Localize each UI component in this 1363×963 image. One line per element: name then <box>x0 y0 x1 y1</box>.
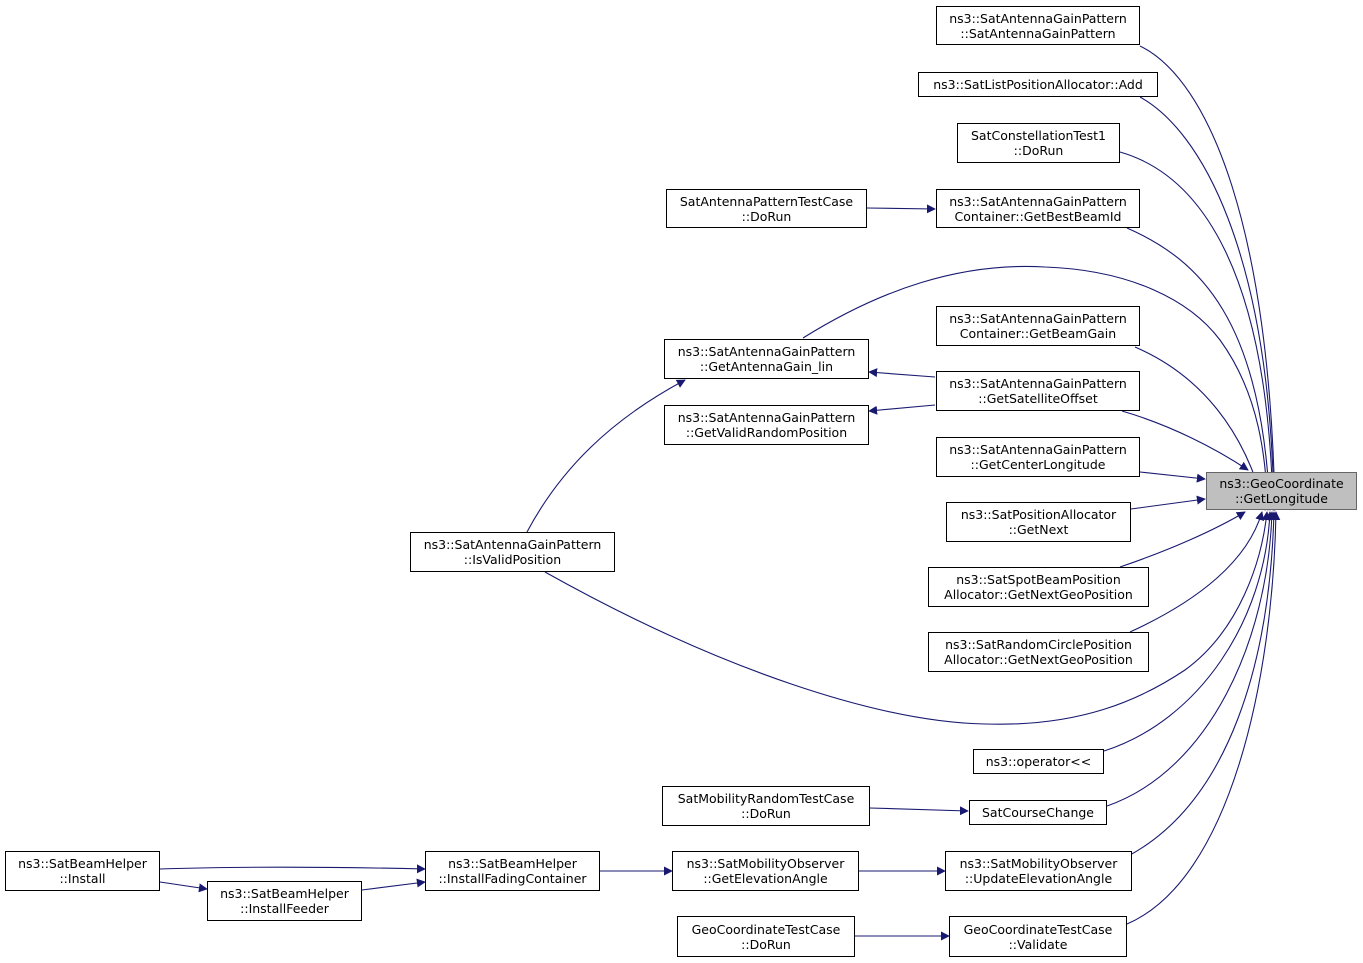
edge-satellite-offset-to-valid-random <box>868 404 936 415</box>
node-get-center-longitude[interactable]: ns3::SatAntennaGainPattern ::GetCenterLo… <box>936 437 1140 477</box>
node-label: ::SatAntennaGainPattern <box>960 25 1116 41</box>
node-label: ns3::SatAntennaGainPattern <box>423 537 602 552</box>
node-label: ns3::SatAntennaGainPattern <box>949 10 1127 26</box>
node-label: ns3::SatAntennaGainPattern <box>949 193 1127 209</box>
node-label: ::GetCenterLongitude <box>970 457 1106 472</box>
edge-antenna-gain-lin-to-getlongitude <box>802 265 1273 511</box>
node-install-fading-container[interactable]: ns3::SatBeamHelper ::InstallFadingContai… <box>425 851 600 891</box>
edge-course-change-to-getlongitude <box>1106 511 1277 807</box>
node-get-best-beam-id[interactable]: ns3::SatAntennaGainPattern Container::Ge… <box>936 189 1140 228</box>
node-label: ::GetNext <box>1008 522 1069 537</box>
edge-list-add-to-getlongitude <box>1139 96 1279 511</box>
edge-install-to-fading <box>159 864 426 874</box>
node-label: ns3::GeoCoordinate <box>1219 476 1344 491</box>
node-label: ns3::SatMobilityObserver <box>959 856 1118 871</box>
node-course-change[interactable]: SatCourseChange <box>969 800 1107 825</box>
node-label: ::DoRun <box>741 936 791 952</box>
edge-satellite-offset-to-antenna-gain-lin <box>868 368 936 378</box>
node-label: Allocator::GetNextGeoPosition <box>944 652 1133 667</box>
edge-spotbeam-to-getlongitude <box>1119 511 1246 568</box>
node-label: ns3::SatAntennaGainPattern <box>949 311 1127 326</box>
node-label: ns3::SatAntennaGainPattern <box>949 442 1127 457</box>
node-label: ::GetAntennaGain_lin <box>699 359 834 374</box>
node-label: SatConstellationTest1 <box>970 128 1107 143</box>
node-label: ::GetElevationAngle <box>703 871 828 886</box>
node-patterntest-dorun[interactable]: SatAntennaPatternTestCase ::DoRun <box>666 189 867 228</box>
node-label: ::IsValidPosition <box>463 552 562 567</box>
edge-mobility-random-to-course-change <box>869 806 969 816</box>
node-position-alloc-getnext[interactable]: ns3::SatPositionAllocator ::GetNext <box>946 502 1131 542</box>
node-get-satellite-offset[interactable]: ns3::SatAntennaGainPattern ::GetSatellit… <box>936 371 1140 411</box>
edge-best-beam-to-getlongitude <box>1126 227 1275 511</box>
node-get-valid-random-position[interactable]: ns3::SatAntennaGainPattern ::GetValidRan… <box>664 405 869 445</box>
edge-patterntest-to-best-beam <box>866 204 936 214</box>
node-list-add[interactable]: ns3::SatListPositionAllocator::Add <box>918 72 1158 97</box>
edge-geotest-validate-to-getlongitude <box>1126 511 1281 925</box>
edge-operator-to-getlongitude <box>1103 511 1275 752</box>
node-label: SatAntennaPatternTestCase <box>679 193 854 209</box>
node-label: GeoCoordinateTestCase <box>963 921 1113 937</box>
edge-update-elevation-to-getlongitude <box>1129 511 1279 856</box>
node-operator-lshift[interactable]: ns3::operator<< <box>973 749 1104 774</box>
node-label: ns3::SatAntennaGainPattern <box>677 344 856 359</box>
node-antenna-ctor[interactable]: ns3::SatAntennaGainPattern ::SatAntennaG… <box>936 6 1140 45</box>
node-label: ::GetLongitude <box>1235 491 1328 506</box>
node-label: ns3::SatAntennaGainPattern <box>949 376 1127 391</box>
node-label: Allocator::GetNextGeoPosition <box>944 587 1133 602</box>
edge-constellation-to-getlongitude <box>1119 151 1278 511</box>
edge-position-alloc-to-getlongitude <box>1130 495 1206 510</box>
edge-install-to-feeder <box>159 881 208 893</box>
node-label: ns3::SatMobilityObserver <box>686 856 845 871</box>
node-label: Container::GetBeamGain <box>959 326 1117 341</box>
node-label: ::InstallFeeder <box>240 901 329 916</box>
node-label: ::UpdateElevationAngle <box>964 871 1113 886</box>
node-label: ns3::SatRandomCirclePosition <box>945 637 1132 652</box>
node-label: ::DoRun <box>741 208 792 224</box>
node-label: ::GetSatelliteOffset <box>978 391 1098 406</box>
node-is-valid-position[interactable]: ns3::SatAntennaGainPattern ::IsValidPosi… <box>410 532 615 572</box>
node-label: ::Validate <box>1008 936 1068 952</box>
node-label: ::InstallFadingContainer <box>438 871 587 886</box>
node-geotest-validate[interactable]: GeoCoordinateTestCase ::Validate <box>949 916 1127 957</box>
edge-satellite-offset-to-getlongitude <box>1121 410 1249 471</box>
node-geotest-dorun[interactable]: GeoCoordinateTestCase ::DoRun <box>677 916 855 957</box>
node-get-antenna-gain-lin[interactable]: ns3::SatAntennaGainPattern ::GetAntennaG… <box>664 339 869 379</box>
node-mobility-random-dorun[interactable]: SatMobilityRandomTestCase ::DoRun <box>662 786 870 826</box>
node-spotbeam-getnextgeo[interactable]: ns3::SatSpotBeamPosition Allocator::GetN… <box>928 567 1149 607</box>
node-label: SatMobilityRandomTestCase <box>677 791 855 806</box>
node-label: ns3::SatPositionAllocator <box>960 507 1117 522</box>
node-label: ns3::operator<< <box>985 754 1092 769</box>
node-get-beam-gain[interactable]: ns3::SatAntennaGainPattern Container::Ge… <box>936 306 1140 346</box>
edge-randomcircle-to-getlongitude <box>1129 511 1265 633</box>
node-install-feeder[interactable]: ns3::SatBeamHelper ::InstallFeeder <box>207 881 362 921</box>
node-label: GeoCoordinateTestCase <box>691 921 841 937</box>
node-beamhelper-install[interactable]: ns3::SatBeamHelper ::Install <box>5 851 160 891</box>
edge-feeder-to-fading <box>361 878 426 891</box>
node-label: ns3::SatBeamHelper <box>18 856 147 871</box>
node-constellation-dorun[interactable]: SatConstellationTest1 ::DoRun <box>957 123 1120 163</box>
node-label: ns3::SatListPositionAllocator::Add <box>933 77 1143 92</box>
edge-antenna-ctor-to-getlongitude <box>1139 45 1280 511</box>
node-label: ns3::SatSpotBeamPosition <box>956 572 1121 587</box>
node-label: SatCourseChange <box>982 805 1094 820</box>
node-randomcircle-getnextgeo[interactable]: ns3::SatRandomCirclePosition Allocator::… <box>928 632 1149 672</box>
edge-center-longitude-to-getlongitude <box>1139 471 1206 483</box>
edge-is-valid-position-to-getlongitude <box>544 511 1271 725</box>
node-label: ::DoRun <box>741 806 791 821</box>
node-label: ::Install <box>59 871 106 886</box>
node-label: ::GetValidRandomPosition <box>685 425 848 440</box>
node-label: ns3::SatBeamHelper <box>448 856 577 871</box>
node-update-elevation-angle[interactable]: ns3::SatMobilityObserver ::UpdateElevati… <box>945 851 1132 891</box>
edge-is-valid-position-to-antenna-gain-lin <box>526 379 686 533</box>
node-label: Container::GetBestBeamId <box>954 208 1122 224</box>
node-geo-getlongitude[interactable]: ns3::GeoCoordinate ::GetLongitude <box>1206 472 1357 510</box>
node-get-elevation-angle[interactable]: ns3::SatMobilityObserver ::GetElevationA… <box>672 851 859 891</box>
node-label: ns3::SatAntennaGainPattern <box>677 410 856 425</box>
node-label: ::DoRun <box>1013 143 1064 158</box>
node-label: ns3::SatBeamHelper <box>220 886 349 901</box>
